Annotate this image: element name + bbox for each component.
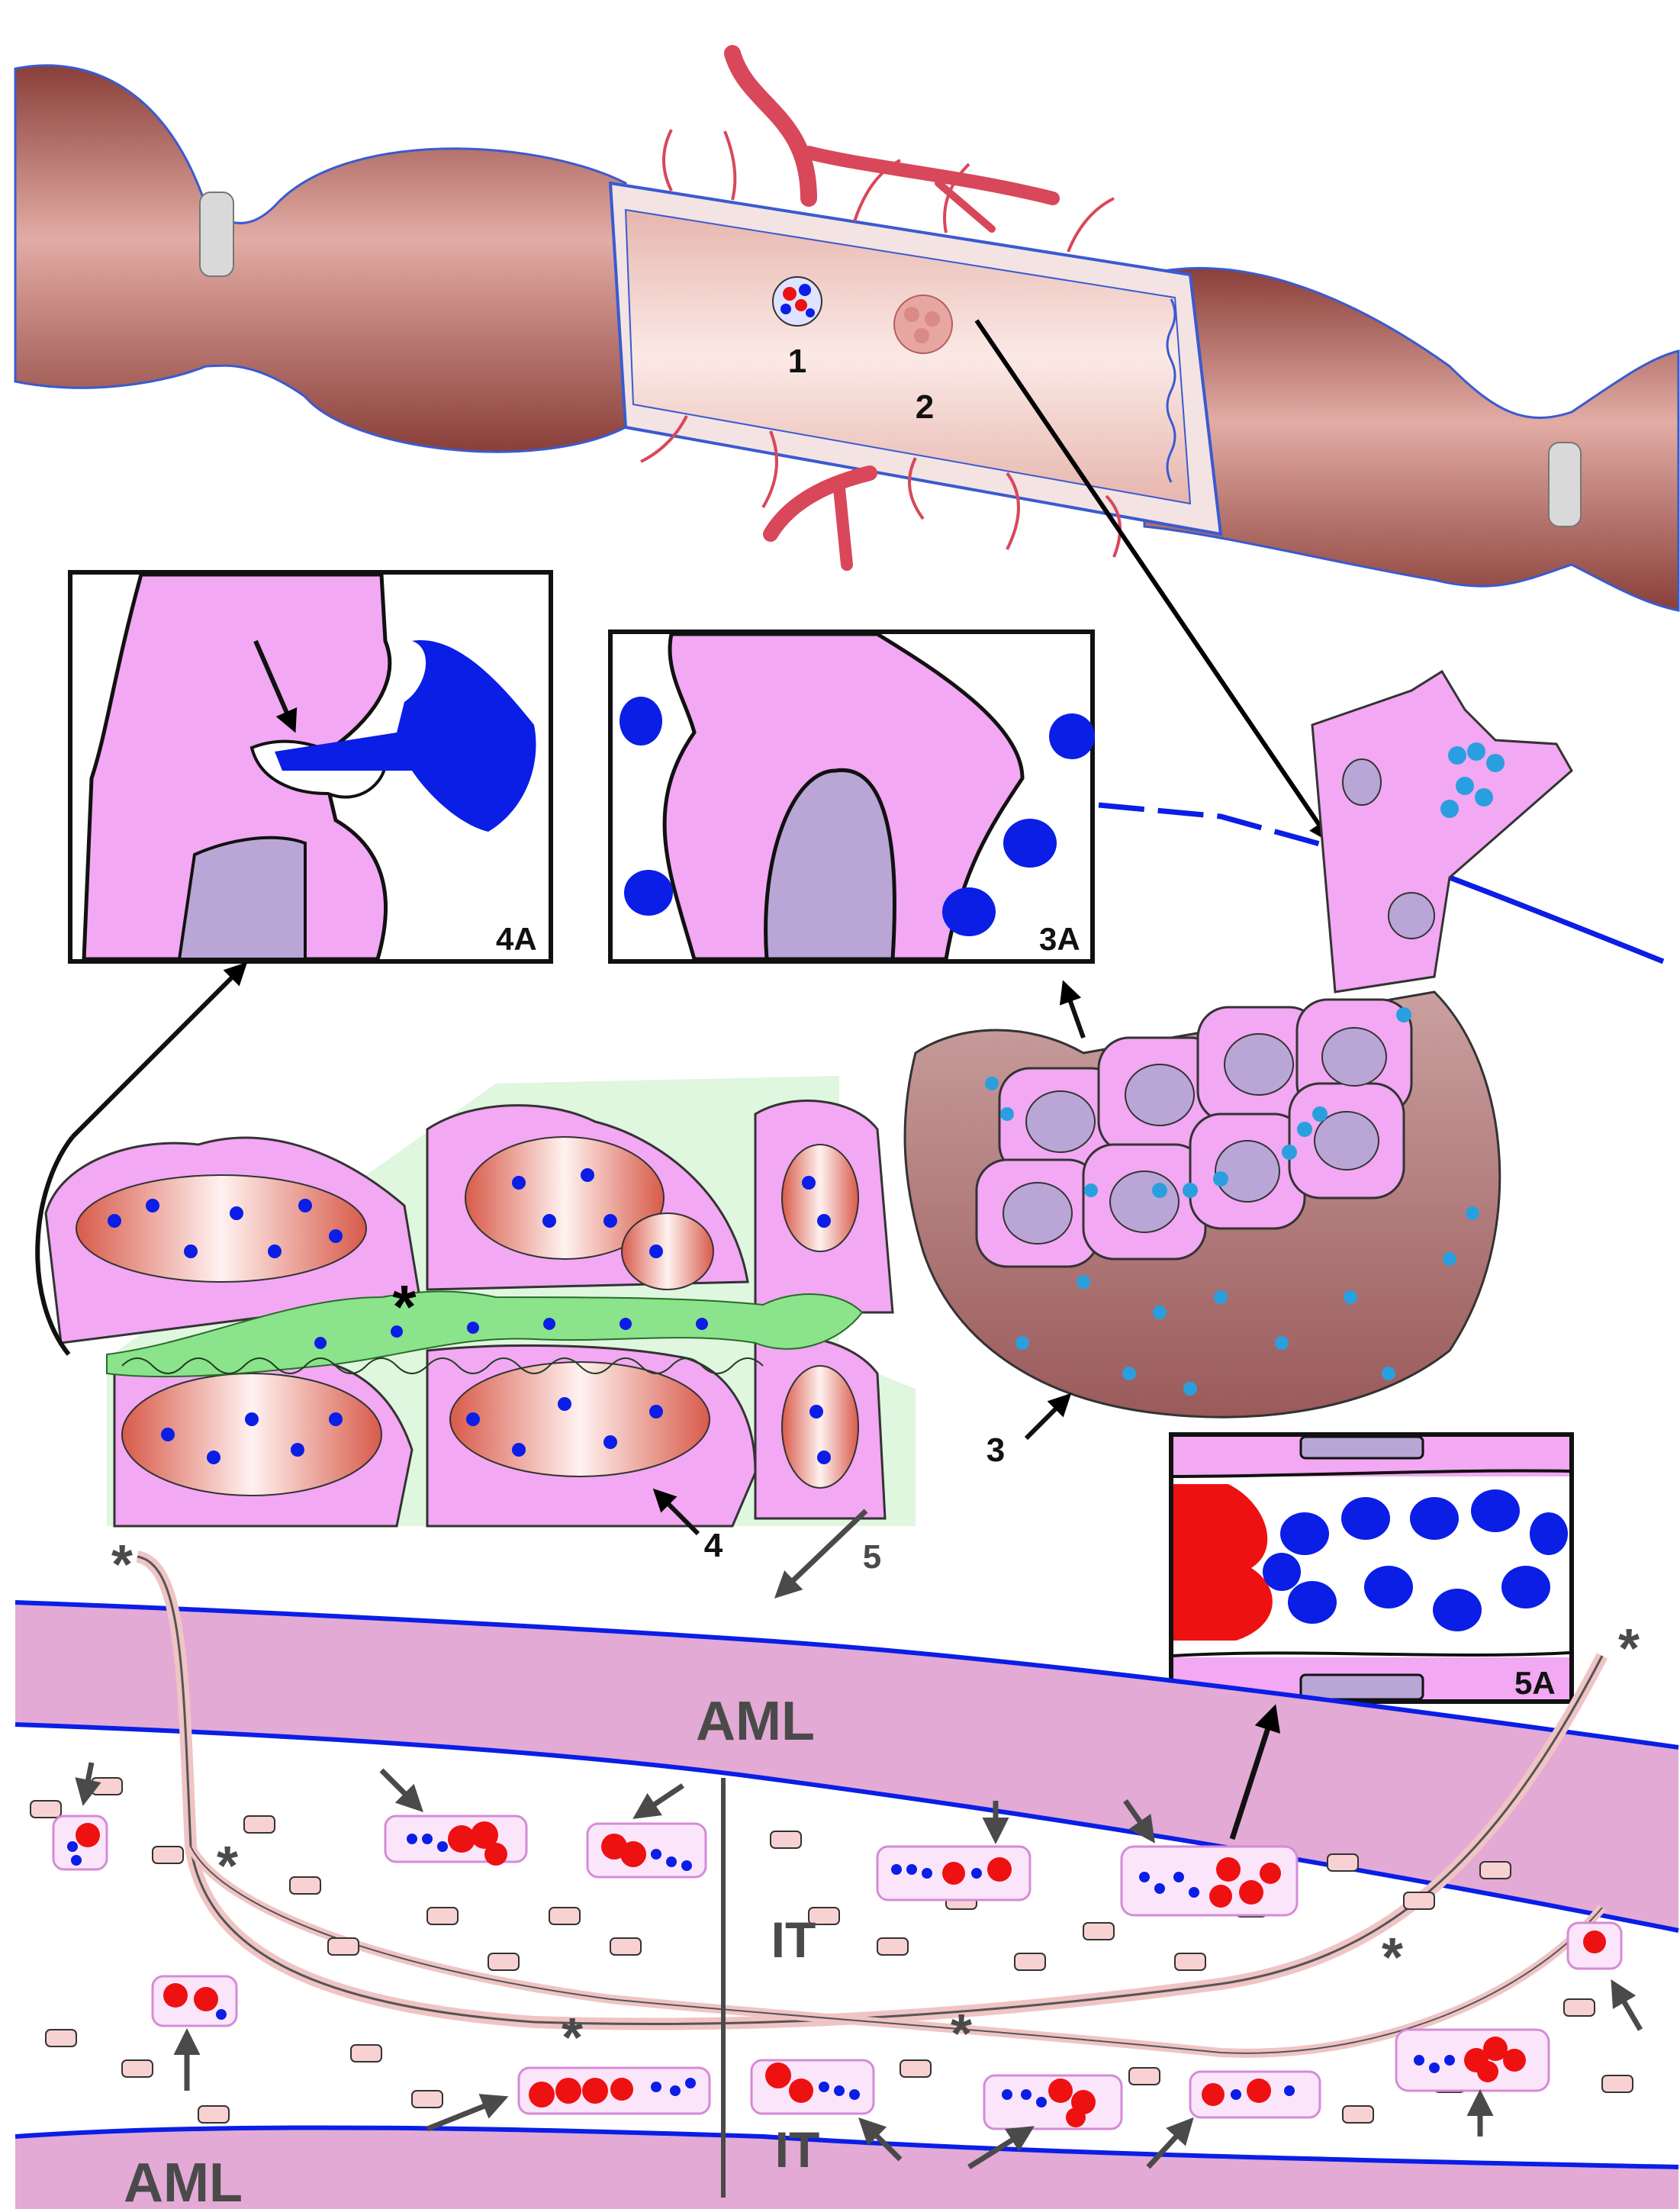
label-it-lower: IT	[775, 2121, 820, 2178]
red-cells-5a	[1173, 1484, 1273, 1641]
cluster	[1395, 2028, 1550, 2092]
asterisk: *	[111, 1534, 133, 1596]
arteriole-bottom	[763, 465, 877, 542]
nucleus-3a	[764, 768, 896, 961]
muscle-left-segment	[14, 64, 627, 453]
label-aml-bottom: AML	[124, 2153, 243, 2209]
blue-cell	[1003, 819, 1057, 868]
cluster	[1566, 1921, 1623, 1970]
cluster	[876, 1845, 1031, 1901]
cluster	[586, 1822, 707, 1879]
inset-3a: 3A	[608, 630, 1095, 964]
light-blue-cells	[985, 742, 1505, 1396]
label-aml-top: AML	[696, 1691, 815, 1752]
blue-cell	[942, 887, 996, 936]
label-1: 1	[788, 343, 806, 380]
asterisk: *	[217, 1836, 238, 1897]
label-it-upper: IT	[771, 1911, 816, 1968]
asterisk-4: *	[392, 1273, 417, 1341]
lumens-4	[76, 1136, 859, 1496]
cluster	[750, 2059, 875, 2115]
cluster	[1120, 1845, 1299, 1917]
vessel-line	[1098, 802, 1359, 858]
nucleus-4a	[177, 836, 307, 961]
asterisk: *	[951, 2004, 972, 2065]
aml-band-bottom	[15, 2127, 1678, 2209]
label-4a: 4A	[496, 921, 537, 957]
muscle-right-segment	[1143, 266, 1680, 612]
cluster	[1189, 2070, 1321, 2119]
section-5: 5 AML AML IT IT * * * * * *	[14, 1509, 1679, 2209]
blue-dots-4	[108, 1168, 831, 1464]
asterisk: *	[1382, 1927, 1403, 1988]
cluster	[517, 2066, 711, 2115]
left-band	[199, 192, 234, 277]
green-interstitium	[106, 1290, 864, 1378]
structure-3: 3	[903, 669, 1573, 1469]
cluster	[983, 2074, 1123, 2130]
label-3: 3	[986, 1431, 1005, 1469]
blue-cell	[624, 870, 673, 916]
structure-4: * 4	[35, 961, 916, 1564]
blue-cell	[1049, 713, 1095, 759]
asterisk: *	[562, 2008, 583, 2069]
label-5: 5	[863, 1538, 881, 1576]
capillaries	[640, 129, 1122, 558]
right-band	[1548, 442, 1582, 527]
label-2: 2	[916, 388, 934, 426]
blue-cell	[620, 697, 662, 745]
lesion-2	[893, 295, 953, 354]
asterisk: *	[1618, 1618, 1640, 1679]
inset-4a: 4A	[68, 570, 553, 964]
cluster	[384, 1815, 528, 1866]
sprout	[1311, 669, 1573, 993]
muscle-fiber: 1 2	[14, 45, 1680, 843]
cluster	[151, 1975, 238, 2027]
label-5a: 5A	[1514, 1665, 1556, 1701]
lesion-1	[772, 276, 822, 327]
cluster	[52, 1815, 108, 1871]
label-4: 4	[704, 1527, 723, 1564]
cell-4a	[82, 572, 392, 961]
blue-cell-4a	[275, 640, 536, 832]
asterisks: * * * * * *	[111, 1534, 1640, 2069]
inset-5a: 5A	[1169, 1432, 1574, 1704]
arteriole-top	[724, 45, 817, 207]
blue-cells-5a	[1263, 1489, 1568, 1631]
label-3a: 3A	[1039, 921, 1080, 957]
gray-arrows	[75, 1509, 1643, 2169]
pointer-2-to-3	[974, 319, 1332, 843]
